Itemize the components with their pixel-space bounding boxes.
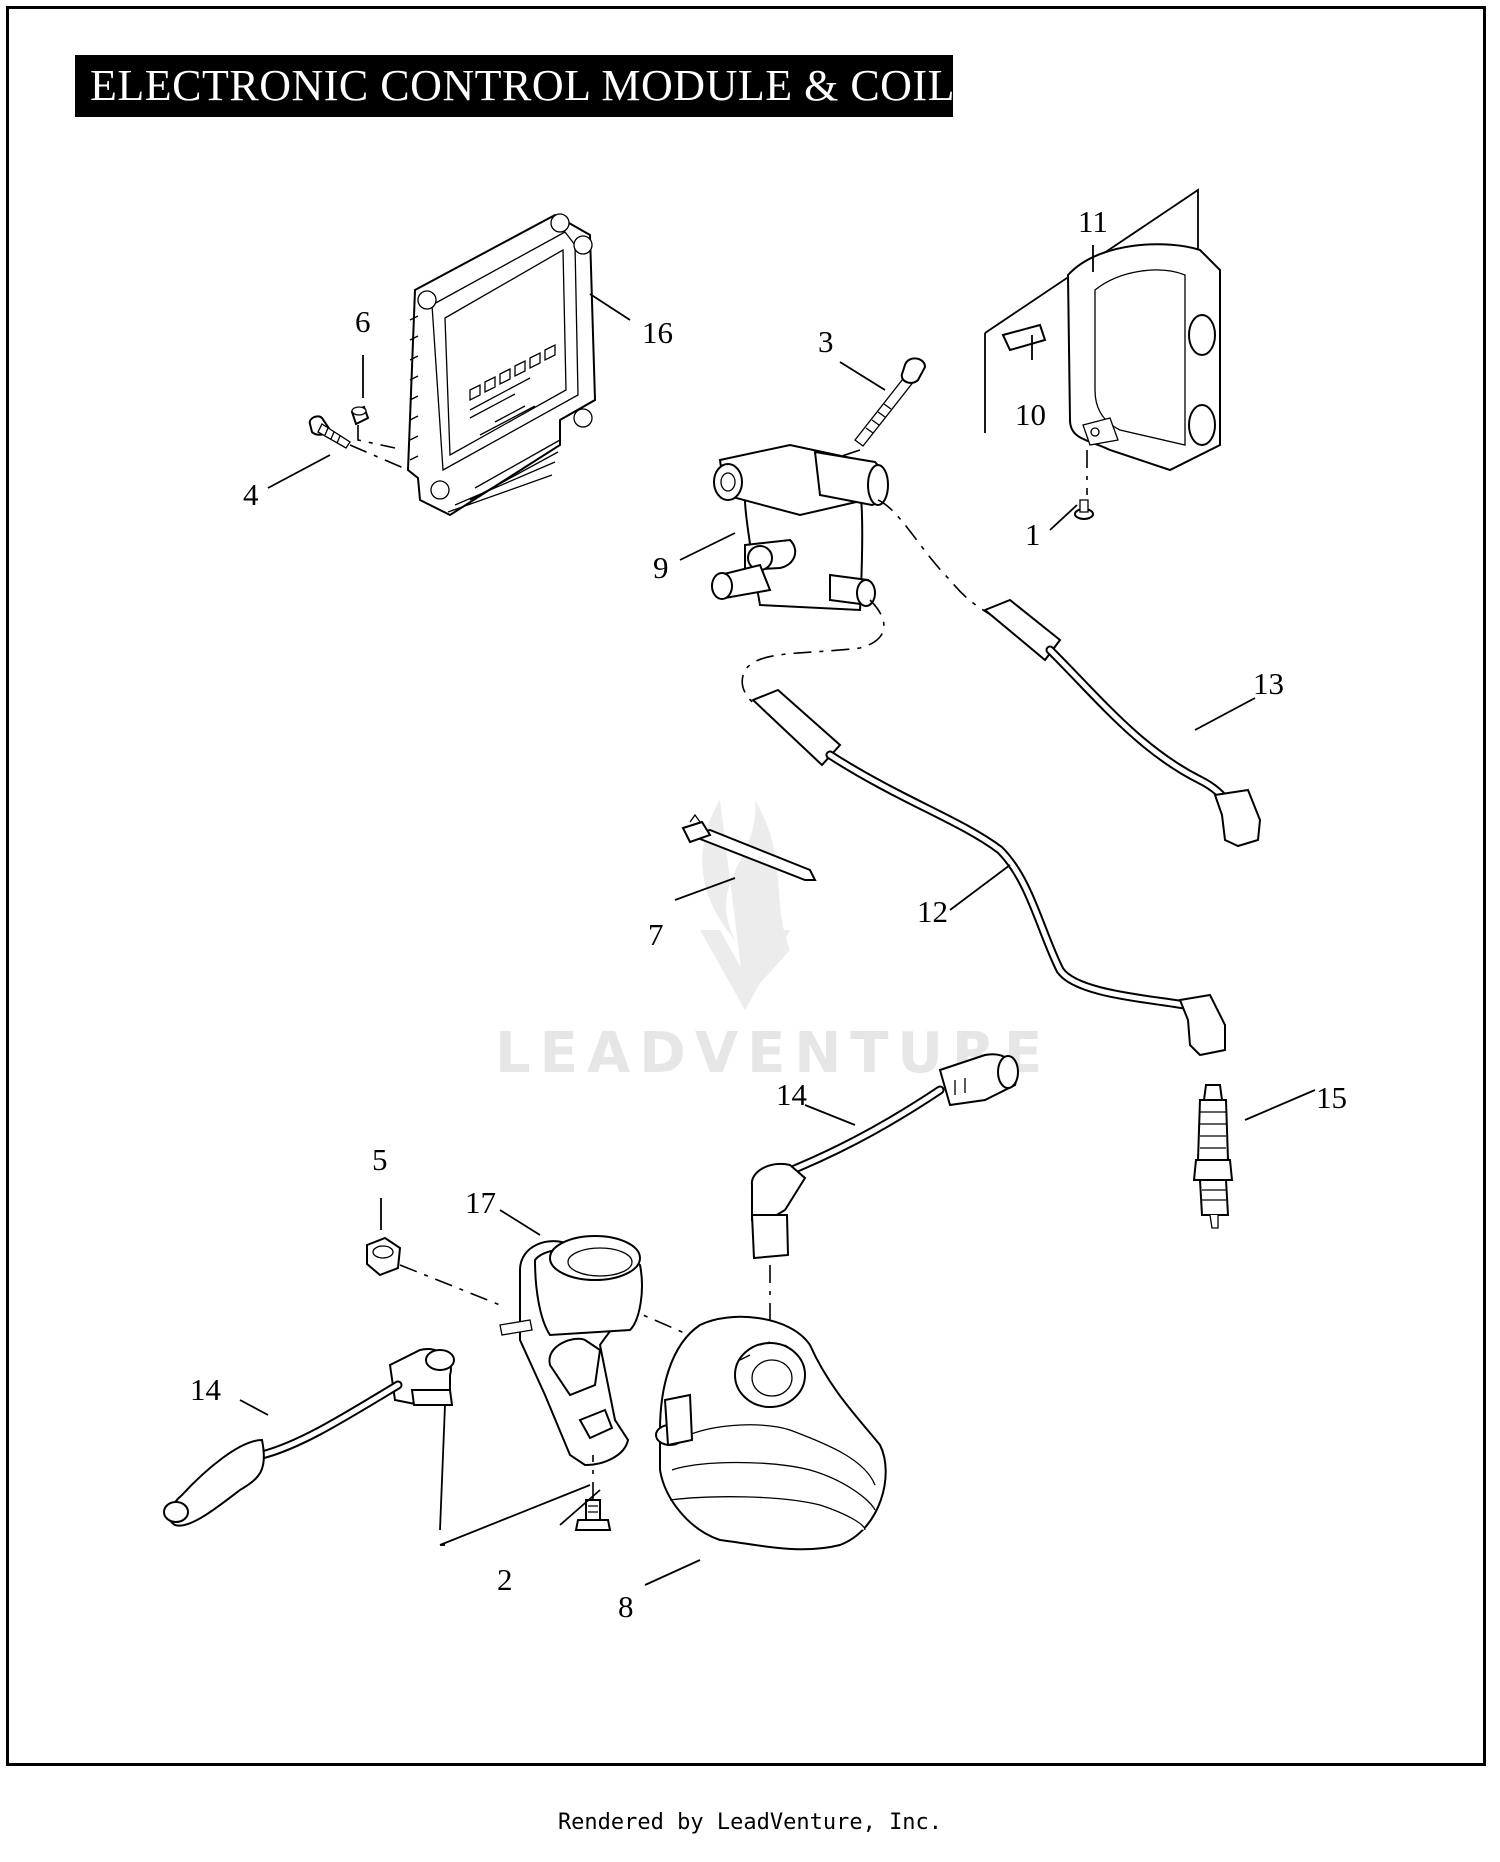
spark-plug-cable-front: [741, 599, 1226, 1057]
callout-12: 12: [917, 894, 948, 929]
callouts: 1 2 3 4 5 6 7 8 9 10 11 12 13 14 14 15 1…: [190, 204, 1347, 1624]
callout-4: 4: [243, 477, 259, 512]
callout-16: 16: [642, 315, 673, 350]
spark-plug: [1192, 1084, 1234, 1229]
coil-housing: [655, 1315, 887, 1551]
coil-bolt: [854, 357, 927, 447]
cover-clip: [1001, 323, 1047, 352]
callout-10: 10: [1015, 397, 1046, 432]
callout-5: 5: [372, 1142, 388, 1177]
watermark: LEADVENTURE: [495, 800, 1042, 1086]
screw-ecm: [308, 415, 351, 449]
ignition-coil: [711, 443, 889, 612]
callout-11: 11: [1078, 204, 1108, 239]
spark-plug-cable-rear: [877, 499, 1262, 848]
title-bar: [75, 55, 953, 117]
cover-screw: [1074, 499, 1094, 520]
callout-8: 8: [618, 1589, 634, 1624]
callout-1: 1: [1025, 517, 1041, 552]
callout-2: 2: [497, 1562, 513, 1597]
callout-9: 9: [653, 550, 669, 585]
spark-plug-cable-top: [750, 1053, 1019, 1260]
coil-cover: [984, 188, 1221, 472]
callout-14-top: 14: [776, 1077, 808, 1112]
spark-plug-cable-bottom: [163, 1348, 455, 1527]
footer-credit: Rendered by LeadVenture, Inc.: [557, 1810, 943, 1835]
ecm-module: [406, 213, 597, 517]
callout-17: 17: [465, 1185, 496, 1220]
callout-3: 3: [818, 324, 834, 359]
leader-lines: [239, 245, 1316, 1586]
hex-nut: [366, 1236, 402, 1277]
callout-7: 7: [648, 917, 664, 952]
coil-bracket: [499, 1235, 643, 1467]
callout-15: 15: [1316, 1080, 1347, 1115]
stud-nut: [350, 405, 370, 426]
watermark-logo-icon: [702, 800, 790, 1000]
callout-6: 6: [355, 304, 371, 339]
callout-13: 13: [1253, 666, 1284, 701]
cable-tie: [681, 813, 817, 881]
bracket-screw: [574, 1499, 612, 1531]
page-title: ELECTRONIC CONTROL MODULE & COIL: [90, 61, 955, 110]
callout-14-bottom: 14: [190, 1372, 222, 1407]
